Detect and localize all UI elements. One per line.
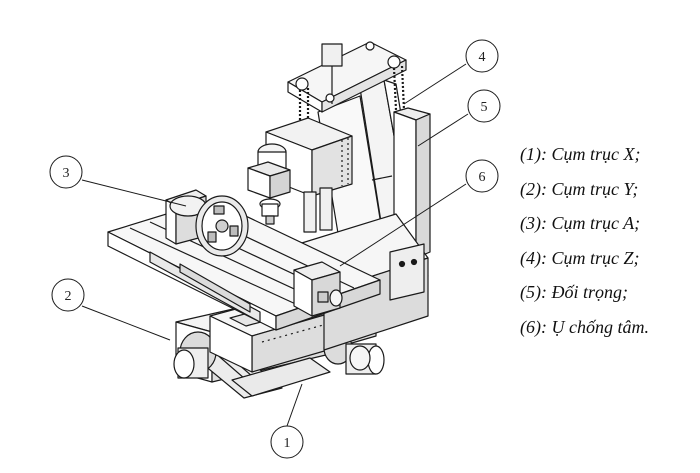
- callout-4-label: 4: [479, 50, 486, 65]
- y-axis-motor: [173, 331, 217, 379]
- callout-1-label: 1: [284, 436, 291, 451]
- legend-item-x-axis: (1): Cụm trục X;: [520, 144, 641, 164]
- legend-item-tailstock: (6): Ụ chống tâm.: [520, 316, 649, 337]
- callout-6: 6: [339, 159, 499, 267]
- legend-item-z-axis: (4): Cụm trục Z;: [520, 247, 640, 268]
- callout-5-label: 5: [481, 100, 488, 115]
- spindle-motor: [247, 143, 291, 225]
- callout-2: 2: [51, 278, 171, 341]
- legend-item-y-axis: (2): Cụm trục Y;: [520, 178, 639, 199]
- callout-2-label: 2: [65, 289, 72, 304]
- callout-3-label: 3: [63, 166, 70, 181]
- a-axis-rotary: [165, 189, 249, 257]
- tailstock: [293, 261, 343, 317]
- legend-item-counterweight: (5): Đối trọng;: [520, 282, 628, 302]
- callout-5: 5: [417, 89, 501, 147]
- callout-3: 3: [49, 155, 187, 207]
- legend-list: (1): Cụm trục X; (2): Cụm trục Y; (3): C…: [520, 142, 698, 349]
- callout-4: 4: [403, 39, 499, 105]
- z-axis-top-frame: [287, 41, 407, 150]
- legend-item-a-axis: (3): Cụm trục A;: [520, 213, 641, 233]
- callout-6-label: 6: [479, 170, 486, 185]
- callout-1: 1: [270, 383, 304, 459]
